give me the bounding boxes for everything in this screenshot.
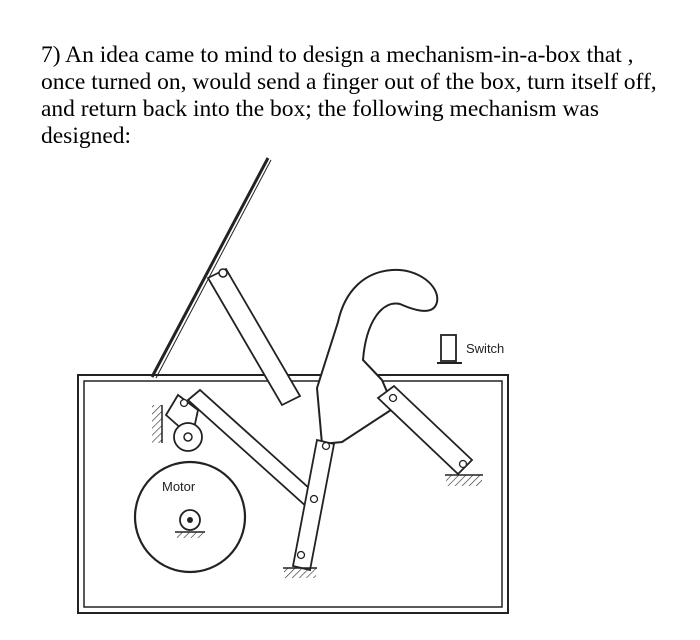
right-ground — [445, 474, 483, 486]
switch-label: Switch — [466, 341, 504, 356]
vertical-link — [291, 438, 336, 572]
question-text: 7) An idea came to mind to design a mech… — [41, 42, 657, 149]
motor-disc — [133, 460, 247, 574]
box-lid — [150, 157, 272, 379]
switch — [437, 334, 462, 364]
finger-hook — [315, 268, 439, 446]
crank-wheel — [173, 422, 203, 452]
box-outline — [77, 374, 509, 614]
motor-label: Motor — [162, 479, 196, 494]
left-ground — [152, 405, 163, 443]
bottom-ground — [283, 567, 317, 578]
right-link — [376, 384, 474, 476]
lid-lifter-link — [206, 267, 302, 407]
